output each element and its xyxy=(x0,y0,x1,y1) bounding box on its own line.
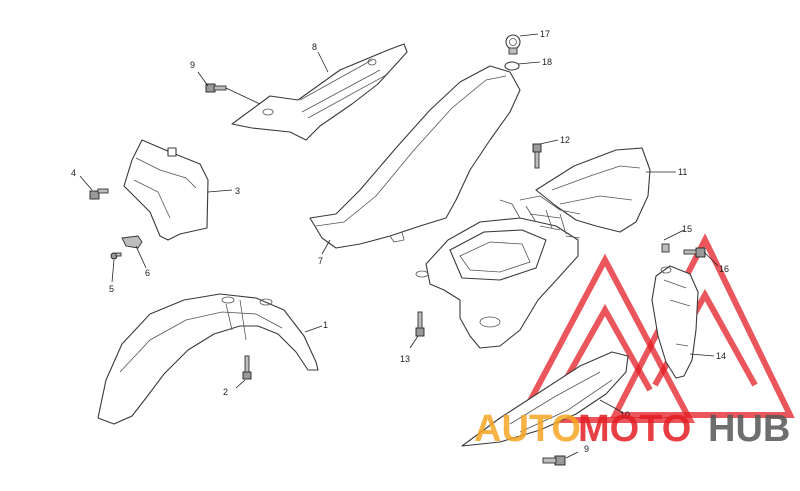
airbox xyxy=(415,195,581,349)
label-part-4: 4 xyxy=(71,168,76,178)
label-part-16: 16 xyxy=(719,264,729,274)
bolt-4 xyxy=(89,188,109,200)
bolt-9-lower xyxy=(542,455,566,466)
label-part-11: 11 xyxy=(678,167,687,177)
label-part-5: 5 xyxy=(109,284,114,294)
bolt-12 xyxy=(532,143,542,169)
label-part-6: 6 xyxy=(145,268,150,278)
bolt-9-upper xyxy=(205,83,227,93)
label-part-9-lower: 9 xyxy=(584,444,589,454)
bolt-16 xyxy=(683,247,706,258)
label-part-1: 1 xyxy=(323,320,328,330)
number-plate xyxy=(123,139,209,241)
side-panel-right xyxy=(651,265,699,379)
seat xyxy=(309,65,521,249)
side-panel-upper xyxy=(231,43,408,141)
screw-5 xyxy=(110,252,122,260)
label-part-7: 7 xyxy=(318,256,323,266)
watermark-hub: HUB xyxy=(708,408,790,450)
watermark-auto: AUTO xyxy=(474,408,581,450)
clip-6 xyxy=(121,235,143,249)
label-part-15: 15 xyxy=(682,224,692,234)
label-part-18: 18 xyxy=(542,57,552,67)
bolt-13 xyxy=(415,311,425,337)
label-part-10: 10 xyxy=(620,410,630,420)
label-part-17: 17 xyxy=(540,29,550,39)
label-part-9-upper: 9 xyxy=(190,60,195,70)
cap-assembly xyxy=(504,34,521,71)
bolt-2 xyxy=(242,355,252,380)
watermark-text: AUTO MOTO HUB xyxy=(474,408,790,450)
side-panel-lower xyxy=(461,351,629,447)
label-part-3: 3 xyxy=(235,186,240,196)
front-fender xyxy=(97,293,319,425)
label-part-2: 2 xyxy=(223,387,228,397)
rear-fender xyxy=(535,147,651,233)
label-part-13: 13 xyxy=(400,354,410,364)
label-part-12: 12 xyxy=(560,135,570,145)
part-labels: 1 2 3 4 5 6 7 8 9 9 10 11 12 13 14 15 16… xyxy=(71,29,729,454)
label-part-14: 14 xyxy=(716,351,726,361)
label-part-8: 8 xyxy=(312,42,317,52)
nut-15 xyxy=(661,243,670,253)
leader-lines xyxy=(79,33,719,459)
watermark-moto: MOTO xyxy=(578,408,691,450)
